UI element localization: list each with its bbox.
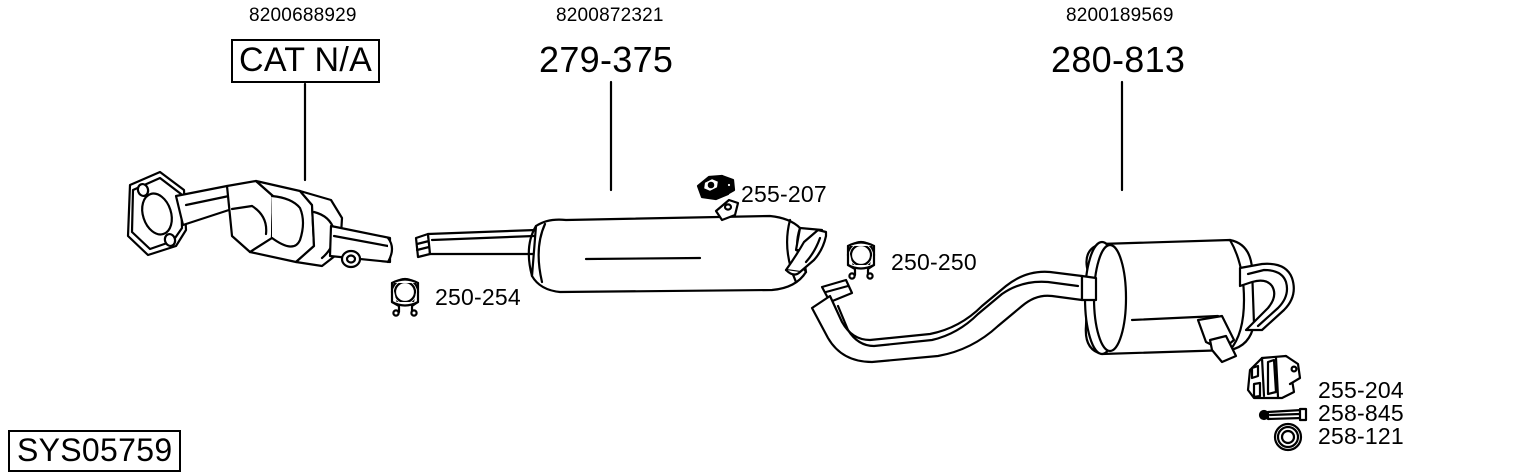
component-code-258-121: 258-121 bbox=[1318, 423, 1404, 449]
exhaust-bracket-icon-255-207 bbox=[696, 174, 736, 201]
component-code-250-254: 250-254 bbox=[435, 284, 521, 310]
part-centre-silencer bbox=[414, 198, 828, 294]
exhaust-clamp-icon-250-250 bbox=[846, 240, 876, 280]
part-catalytic-converter bbox=[126, 170, 394, 269]
component-code-255-204: 255-204 bbox=[1318, 377, 1404, 403]
component-code-255-207: 255-207 bbox=[741, 181, 827, 207]
rubber-hanger-icon-255-204 bbox=[1246, 354, 1302, 400]
component-code-250-250: 250-250 bbox=[891, 249, 977, 275]
part-connecting-pipe bbox=[810, 270, 1084, 364]
part-rear-silencer bbox=[1080, 238, 1295, 364]
part-label-catalytic-converter: CAT N/A bbox=[231, 39, 381, 83]
bolt-icon-258-845 bbox=[1258, 407, 1308, 422]
oem-number-centre-silencer: 8200872321 bbox=[556, 5, 664, 26]
oem-number-catalytic-converter: 8200688929 bbox=[249, 5, 357, 26]
component-code-258-845: 258-845 bbox=[1318, 400, 1404, 426]
system-code-badge: SYS05759 bbox=[8, 430, 182, 472]
oem-number-rear-silencer: 8200189569 bbox=[1066, 5, 1174, 26]
part-label-rear-silencer: 280-813 bbox=[1051, 39, 1186, 80]
exhaust-clamp-icon-250-254 bbox=[390, 277, 420, 317]
part-label-centre-silencer: 279-375 bbox=[539, 39, 674, 80]
washer-ring-icon-258-121 bbox=[1273, 422, 1303, 452]
